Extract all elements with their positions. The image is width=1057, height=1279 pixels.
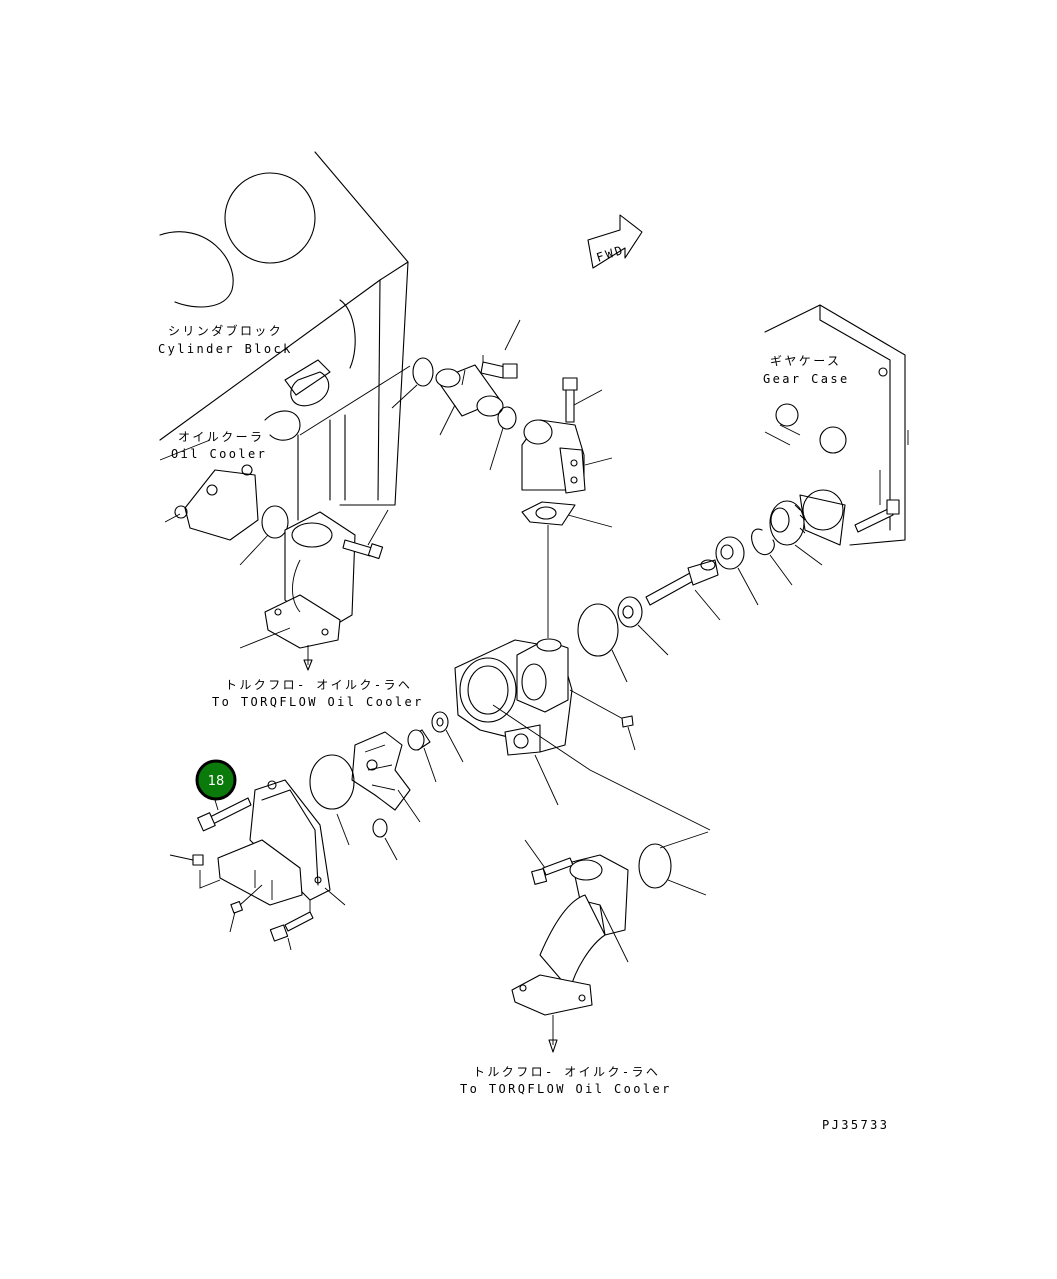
plug-lower-1 <box>169 854 221 889</box>
bolt-elbow-lower <box>524 839 574 885</box>
cylinder-block-drawing <box>159 151 409 541</box>
label-torqflow-en-2: To TORQFLOW Oil Cooler <box>460 1082 672 1096</box>
leader-line <box>384 837 398 861</box>
label-torqflow-ja-2: トルクフロ- オイルク-ラヘ <box>473 1065 660 1079</box>
label-gear-case-ja: ギヤケース <box>770 354 841 368</box>
bolt-lower <box>269 900 314 951</box>
water-pump-body <box>454 638 711 831</box>
bearing-upper <box>715 536 759 606</box>
labels: シリンダブロック Cylinder Block オイルクーラ Oil Coole… <box>158 323 889 1132</box>
pump-cover <box>217 779 346 906</box>
leader-line <box>489 427 504 471</box>
callout-badge-18[interactable]: 18 <box>195 759 237 801</box>
o-ring-small <box>497 406 517 430</box>
label-torqflow-ja-1: トルクフロ- オイルク-ラヘ <box>225 678 412 692</box>
o-ring-cover <box>309 754 355 810</box>
bolt-gear-case <box>854 470 900 533</box>
gasket <box>521 501 613 638</box>
leader-line <box>336 813 350 846</box>
tube-part <box>435 364 504 436</box>
label-cylinder-block-en: Cylinder Block <box>158 342 293 356</box>
label-oil-cooler-ja: オイルクーラ <box>178 430 264 444</box>
bolt-elbow <box>342 509 389 560</box>
leader-line <box>611 649 628 683</box>
plug-small <box>621 715 636 751</box>
bolt-top-2 <box>562 377 603 423</box>
label-cylinder-block-ja: シリンダブロック <box>168 323 283 338</box>
thermostat-housing <box>521 419 613 494</box>
elbow-pipe-lower <box>511 854 629 1053</box>
callout-number: 18 <box>208 774 225 789</box>
o-ring-small <box>412 357 434 387</box>
o-ring-elbow <box>261 505 289 539</box>
plug-lower-2 <box>229 884 263 933</box>
snap-ring <box>751 528 775 556</box>
o-ring-tiny <box>372 818 388 838</box>
impeller <box>351 731 421 823</box>
bearing-lower <box>617 596 669 656</box>
leader-line <box>239 534 269 566</box>
drive-gear <box>769 500 823 566</box>
leader-line <box>659 831 709 896</box>
label-oil-cooler-en: Oil Cooler <box>171 447 267 461</box>
o-ring-large <box>577 603 619 657</box>
bolt-top-1 <box>480 319 521 379</box>
drawing-number: PJ35733 <box>822 1118 889 1132</box>
o-ring-lower <box>638 843 672 889</box>
bushing <box>407 729 437 783</box>
leader-line <box>769 554 793 586</box>
leader-line <box>299 365 411 436</box>
label-torqflow-en-1: To TORQFLOW Oil Cooler <box>212 695 424 709</box>
callout-circle[interactable] <box>195 759 237 801</box>
bolt-callout-18 <box>197 797 252 832</box>
seal-ring <box>431 711 464 763</box>
leader-line <box>391 384 418 409</box>
label-gear-case-en: Gear Case <box>763 372 850 386</box>
elbow-pipe-upper <box>239 511 356 671</box>
pump-shaft <box>645 559 721 621</box>
fwd-arrow: FWD <box>587 214 643 269</box>
